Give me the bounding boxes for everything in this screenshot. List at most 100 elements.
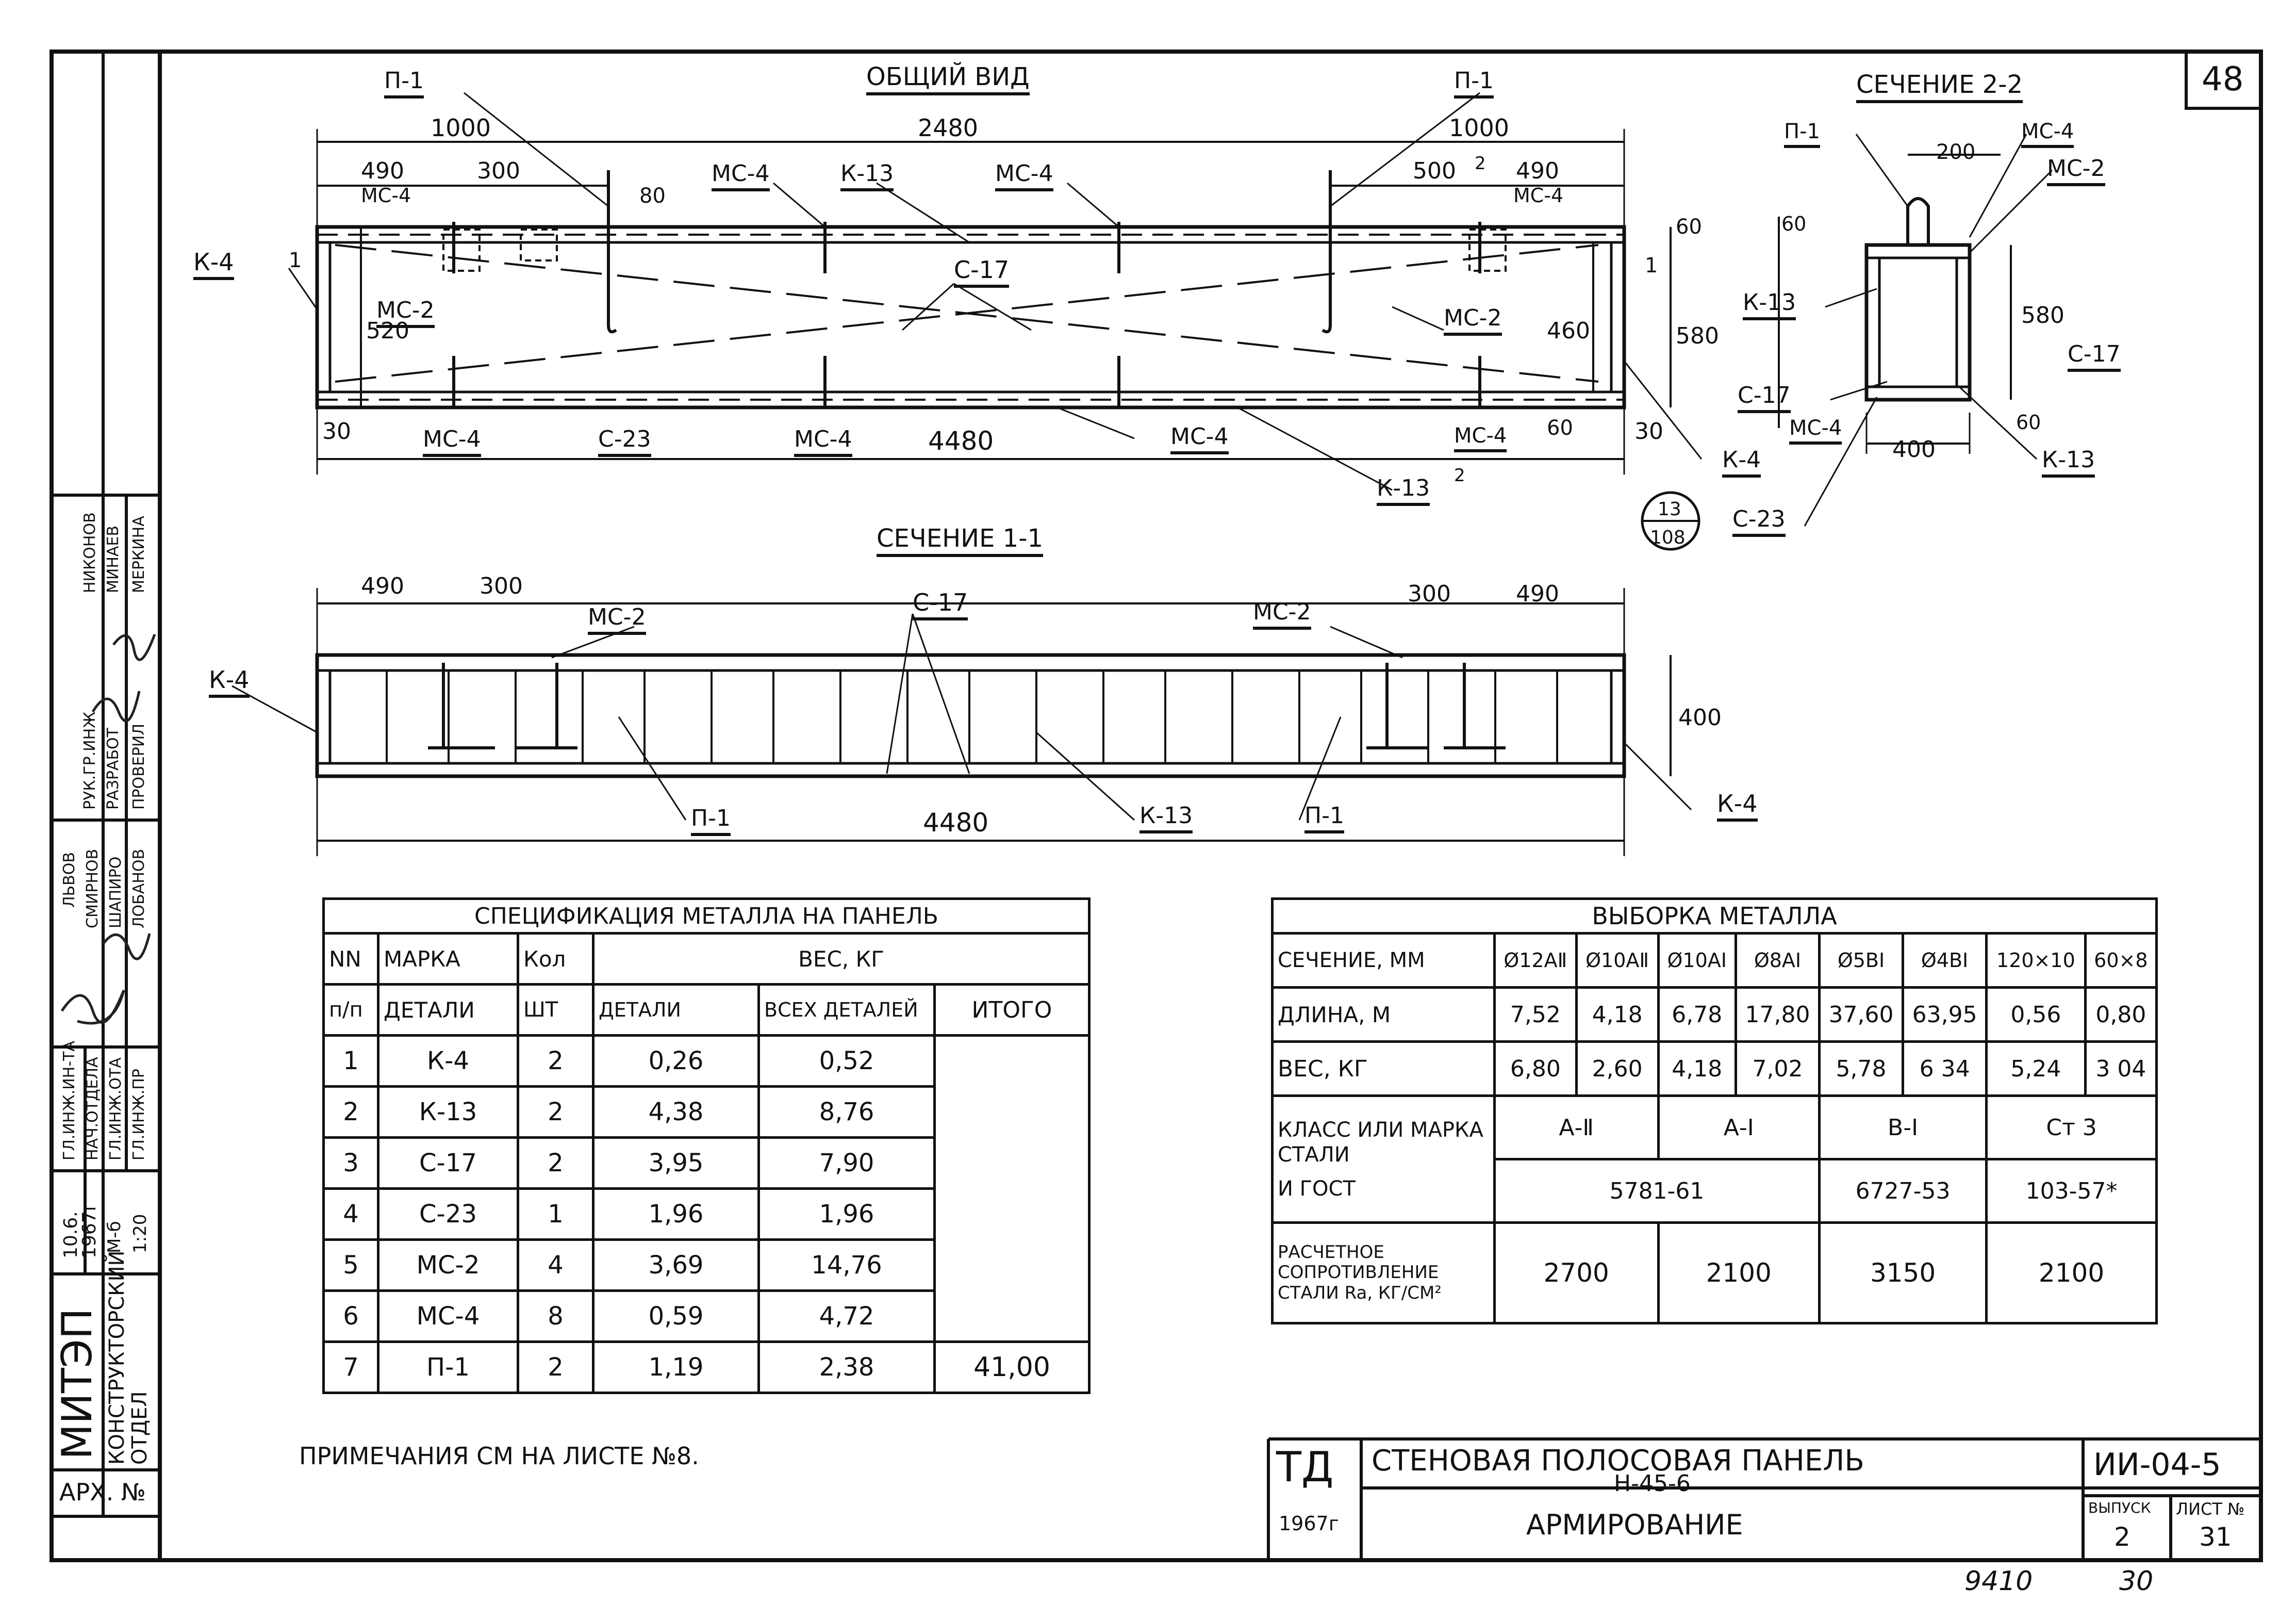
spec-cell-weight-all: 4,72 <box>757 1289 936 1343</box>
spec-col-qty2: ШТ <box>517 983 594 1037</box>
label-mc2-right: МС-2 <box>1444 307 1502 336</box>
tb-code: ИИ-04-5 <box>2093 1447 2221 1483</box>
vyb-header-cell: 120×10 <box>1985 932 2087 989</box>
dim-2480: 2480 <box>918 114 979 142</box>
spec-title: СПЕЦИФИКАЦИЯ МЕТАЛЛА НА ПАНЕЛЬ <box>322 897 1091 935</box>
s11-dim-490-right: 490 <box>1516 581 1559 607</box>
dim-500: 500 <box>1413 158 1456 184</box>
stamp-role2-1: РАЗРАБОТ <box>104 728 122 810</box>
title-block-lines <box>1267 1437 2261 1560</box>
vyb-length-label: ДЛИНА, М <box>1271 986 1496 1043</box>
label-mc4-a: МС-4 <box>712 162 770 191</box>
vyb-class-1: А-Ⅱ <box>1493 1094 1660 1160</box>
stamp-role-1: НАЧ.ОТДЕЛА <box>84 1057 102 1160</box>
spec-cell-n: 3 <box>322 1136 379 1190</box>
vyb-resist-row: РАСЧЕТНОЕ СОПРОТИВЛЕНИЕ СТАЛИ Ra, КГ/СМ²… <box>1271 1221 2158 1324</box>
stamp-name-2: ШАПИРО <box>107 856 125 928</box>
s22-p1: П-1 <box>1784 121 1820 148</box>
vyb-title-row: ВЫБОРКА МЕТАЛЛА <box>1271 897 2158 935</box>
stamp-role2-0: РУК.ГР.ИНЖ <box>81 711 99 810</box>
bottom-number-b: 30 <box>2119 1566 2154 1597</box>
dim-300: 300 <box>477 158 520 184</box>
label-k13-top: К-13 <box>840 162 894 191</box>
dim-30-left: 30 <box>322 418 351 445</box>
vyb-header-cell: 60×8 <box>2084 932 2158 989</box>
s22-dim-200: 200 <box>1936 140 1976 164</box>
stamp-role2-2: ПРОВЕРИЛ <box>130 724 148 810</box>
section-11-drawing <box>232 588 1692 856</box>
dim-460: 460 <box>1547 318 1590 344</box>
label-mc4-b: МС-4 <box>995 162 1053 191</box>
dim-80: 80 <box>639 184 666 208</box>
spec-cell-weight: 3,69 <box>592 1238 760 1292</box>
s11-k4-left: К-4 <box>209 668 250 698</box>
s22-c17-left: С-17 <box>1738 384 1791 413</box>
spec-cell-weight-all: 7,90 <box>757 1136 936 1190</box>
s11-k4-right: К-4 <box>1717 792 1758 822</box>
spec-cell-weight: 1,96 <box>592 1187 760 1241</box>
vyb-gost-text: И ГОСТ <box>1278 1176 1356 1201</box>
s11-k13: К-13 <box>1139 805 1193 833</box>
label-c23: С-23 <box>598 428 651 457</box>
spec-cell-qty: 4 <box>517 1238 594 1292</box>
spec-total: 41,00 <box>933 1340 1091 1394</box>
section-11-title: СЕЧЕНИЕ 1-1 <box>877 526 1044 557</box>
s11-p1-left: П-1 <box>691 807 731 836</box>
spec-col-detail: ДЕТАЛИ <box>592 983 760 1037</box>
dim-30-right: 30 <box>1634 418 1663 445</box>
sheet-number: 48 <box>2202 60 2244 99</box>
tb-list-label: ЛИСТ № <box>2176 1499 2245 1519</box>
spec-cell-weight-all: 1,96 <box>757 1187 936 1241</box>
s11-dim-300-right: 300 <box>1408 581 1451 607</box>
vyb-class-label: КЛАСС ИЛИ МАРКА СТАЛИ И ГОСТ <box>1271 1094 1496 1224</box>
spec-cell-qty: 2 <box>517 1136 594 1190</box>
frame-border <box>49 50 2263 1562</box>
spec-cell-mark: П-1 <box>377 1340 519 1394</box>
tb-title: СТЕНОВАЯ ПОЛОСОВАЯ ПАНЕЛЬ <box>1372 1444 1864 1478</box>
vyb-resist-label: РАСЧЕТНОЕ СОПРОТИВЛЕНИЕ СТАЛИ Ra, КГ/СМ² <box>1271 1221 1496 1324</box>
vyb-class-text: КЛАСС ИЛИ МАРКА СТАЛИ <box>1278 1118 1483 1167</box>
spec-cell-total <box>933 1239 1091 1291</box>
spec-cell-n: 2 <box>322 1085 379 1139</box>
callout-top: 13 <box>1658 499 1681 520</box>
vyb-header-label: СЕЧЕНИЕ, ММ <box>1271 932 1496 989</box>
s22-dim-60: 60 <box>1781 212 1807 235</box>
spec-title-row: СПЕЦИФИКАЦИЯ МЕТАЛЛА НА ПАНЕЛЬ <box>322 897 1091 935</box>
bottom-number-a: 9410 <box>1964 1566 2033 1597</box>
vyb-weight-cell: 6,80 <box>1493 1040 1578 1097</box>
dim-520: 520 <box>366 318 409 344</box>
vyb-header-cell: Ø10АⅡ <box>1575 932 1660 989</box>
label-k4: К-4 <box>193 250 234 280</box>
stamp-arch: АРХ. № <box>59 1478 146 1506</box>
spec-cell-weight-all: 8,76 <box>757 1085 936 1139</box>
label-mc4-top-right: МС-4 <box>1513 184 1564 207</box>
stamp-name-3: ЛОБАНОВ <box>130 848 148 928</box>
spec-col-nn: NN <box>322 932 379 986</box>
section-22-drawing <box>1778 134 2053 527</box>
stamp-name2-2: МЕРКИНА <box>130 516 148 593</box>
note-text: ПРИМЕЧАНИЯ СМ НА ЛИСТЕ №8. <box>299 1442 699 1470</box>
vyb-resist-4: 2100 <box>1985 1221 2158 1324</box>
s11-dim-490-left: 490 <box>361 573 404 599</box>
spec-col-nn2: п/п <box>322 983 379 1037</box>
label-mc4-bottom-mid2: МС-4 <box>1170 426 1229 454</box>
dim-1000-right: 1000 <box>1449 114 1510 142</box>
stamp-name-1: СМИРНОВ <box>84 848 102 928</box>
spec-cell-weight-all: 14,76 <box>757 1238 936 1292</box>
tb-subtitle: АРМИРОВАНИЕ <box>1526 1509 1743 1541</box>
tb-panel: Н-45-6 <box>1614 1470 1691 1497</box>
vyb-weight-cell: 6 34 <box>1902 1040 1988 1097</box>
dim-2: 2 <box>1475 153 1486 174</box>
stamp-org: МИТЭП <box>53 1308 101 1460</box>
stamp-name2-0: НИКОНОВ <box>81 512 99 593</box>
tb-vypusk: 2 <box>2114 1522 2130 1552</box>
spec-cell-total <box>933 1035 1091 1087</box>
callout-bottom: 108 <box>1650 527 1686 548</box>
spec-col-weight: ВЕС, КГ <box>592 932 1091 986</box>
s22-mc4-bottom: МС-4 <box>1789 418 1842 445</box>
